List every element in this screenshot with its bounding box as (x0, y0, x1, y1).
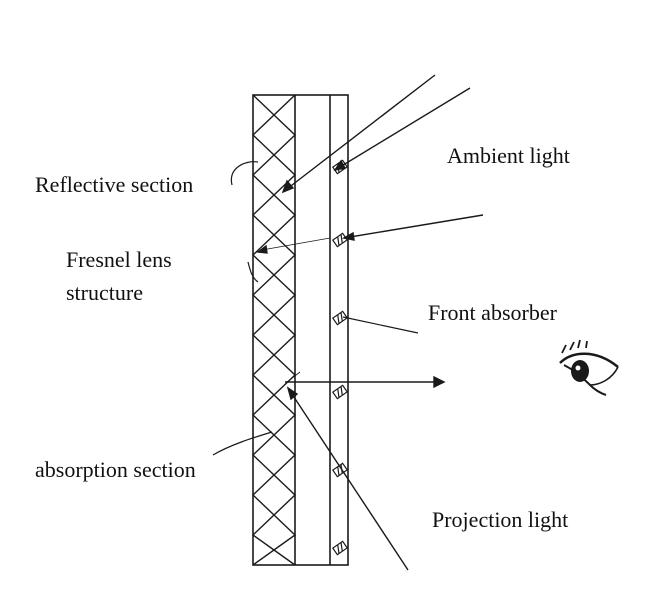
light-rays (256, 74, 484, 571)
reflected-faint-ray (261, 237, 331, 251)
label-front-absorber: Front absorber (428, 300, 558, 325)
leader-fresnel-lens (247, 261, 259, 283)
front-absorber-element (331, 310, 349, 326)
screen-layers (252, 94, 349, 566)
front-absorber-elements (331, 159, 349, 556)
label-fresnel-lens-line2: structure (66, 280, 143, 305)
ambient-ray-2 (334, 87, 471, 171)
projection-ray (287, 387, 409, 571)
output-ray-arrowhead (433, 375, 446, 389)
inner-apex-ray (286, 371, 301, 383)
fresnel-zigzag (251, 94, 297, 566)
reflected-faint-ray-arrowhead (256, 244, 268, 254)
label-reflective-section: Reflective section (35, 172, 193, 197)
ambient-ray-3-arrowhead (341, 231, 355, 241)
fresnel-zigzag-inner (251, 94, 297, 566)
leader-absorption-section (212, 431, 273, 456)
front-absorber-element (331, 540, 349, 556)
ambient-ray-2-arrowhead (333, 159, 347, 172)
fresnel-lens-structure (251, 94, 297, 566)
front-absorber-element (331, 384, 349, 400)
label-projection-light: Projection light (432, 507, 568, 532)
label-ambient-light: Ambient light (447, 143, 570, 168)
leader-lines (212, 161, 419, 456)
ambient-ray-3 (343, 214, 484, 239)
eye-icon (559, 339, 619, 396)
screen-outer-frame (252, 94, 349, 566)
ambient-ray-1-arrowhead (281, 179, 295, 194)
label-fresnel-lens-line1: Fresnel lens (66, 247, 172, 272)
leader-reflective-section (230, 161, 259, 186)
front-absorber-element (331, 232, 349, 248)
ambient-ray-1 (282, 74, 436, 193)
leader-front-absorber (342, 316, 419, 334)
label-absorption-section: absorption section (35, 457, 196, 482)
projection-ray-arrowhead (286, 386, 299, 401)
